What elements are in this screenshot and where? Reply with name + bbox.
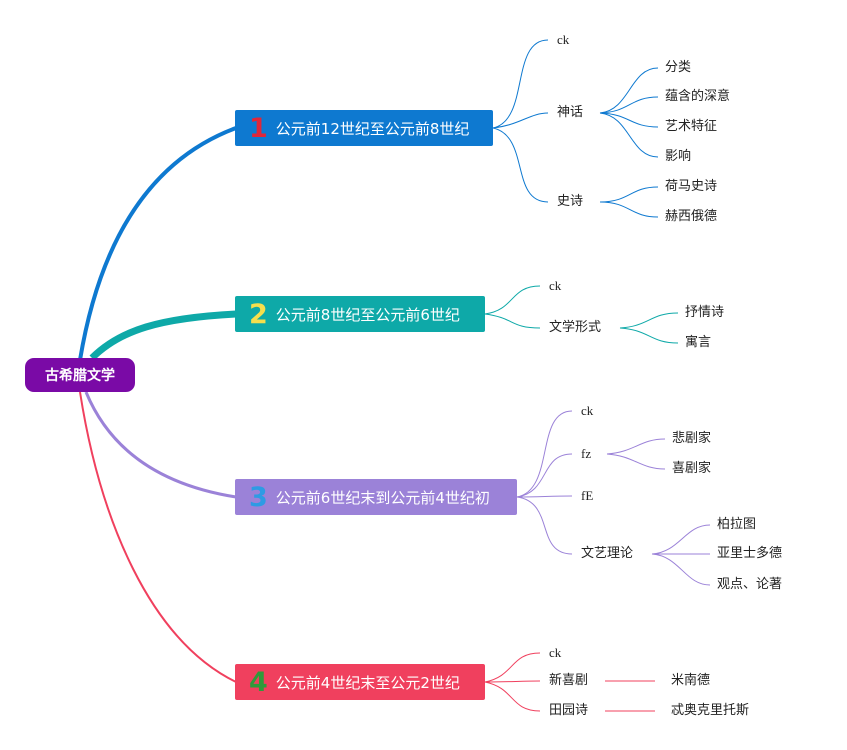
branch-4-node[interactable]: 4 公元前4世纪末至公元2世纪 bbox=[235, 664, 485, 700]
trunk-connector bbox=[84, 391, 237, 499]
child-connector bbox=[484, 680, 541, 683]
grandchild-connector bbox=[599, 186, 659, 203]
topic-node[interactable]: ck bbox=[549, 645, 562, 660]
topic-node[interactable]: ck bbox=[549, 278, 562, 293]
subtopic-node[interactable]: 蕴含的深意 bbox=[665, 89, 731, 104]
grandchild-connector bbox=[651, 524, 711, 555]
branch-2-node[interactable]: 2 公元前8世纪至公元前6世纪 bbox=[235, 296, 485, 332]
grandchild-connector bbox=[651, 553, 711, 586]
subtopic-node[interactable]: 观点、论著 bbox=[717, 577, 783, 592]
grandchild-connector bbox=[606, 438, 666, 455]
grandchild-connector bbox=[599, 67, 659, 114]
subtopic-node[interactable]: 荷马史诗 bbox=[665, 179, 718, 194]
branch-number: 1 bbox=[249, 112, 268, 144]
branch-number: 2 bbox=[249, 298, 268, 330]
child-connector bbox=[484, 652, 541, 683]
root-node[interactable]: 古希腊文学 bbox=[25, 358, 135, 392]
grandchild-connector bbox=[599, 201, 659, 218]
subtopic-node[interactable]: 柏拉图 bbox=[717, 517, 757, 532]
child-connector bbox=[484, 285, 541, 315]
grandchild-connector bbox=[606, 453, 666, 470]
child-connector bbox=[484, 313, 541, 329]
branch-number: 3 bbox=[249, 481, 268, 513]
subtopic-node[interactable]: 忒奥克里托斯 bbox=[671, 703, 750, 718]
child-connector bbox=[484, 681, 541, 712]
subtopic-node[interactable]: 赫西俄德 bbox=[665, 209, 718, 224]
subtopic-node[interactable]: 喜剧家 bbox=[672, 461, 712, 476]
topic-node[interactable]: 神话 bbox=[557, 105, 584, 120]
subtopic-node[interactable]: 分类 bbox=[665, 60, 692, 75]
child-connector bbox=[516, 496, 573, 555]
topic-node[interactable]: 文学形式 bbox=[549, 320, 602, 335]
branch-label: 公元前12世纪至公元前8世纪 bbox=[275, 119, 470, 138]
grandchild-connector bbox=[599, 112, 659, 158]
branch-label: 公元前6世纪末到公元前4世纪初 bbox=[275, 488, 490, 507]
child-connector bbox=[492, 112, 549, 129]
topic-node[interactable]: ck bbox=[581, 403, 594, 418]
branch-1-node[interactable]: 1 公元前12世纪至公元前8世纪 bbox=[235, 110, 493, 146]
grandchild-connector bbox=[619, 312, 679, 329]
subtopic-node[interactable]: 抒情诗 bbox=[685, 305, 725, 320]
branch-number: 4 bbox=[249, 666, 268, 698]
subtopic-node[interactable]: 影响 bbox=[665, 149, 692, 164]
topic-node[interactable]: 文艺理论 bbox=[581, 546, 634, 561]
child-connector bbox=[516, 453, 573, 498]
grandchild-connector bbox=[599, 96, 659, 114]
child-connector bbox=[492, 39, 549, 129]
topic-node[interactable]: 田园诗 bbox=[549, 703, 589, 718]
child-connector bbox=[516, 410, 573, 498]
subtopic-node[interactable]: 亚里士多德 bbox=[717, 546, 783, 561]
topic-node[interactable]: fz bbox=[581, 446, 592, 461]
child-connector bbox=[516, 495, 573, 498]
trunk-connector bbox=[79, 391, 237, 683]
branch-3-node[interactable]: 3 公元前6世纪末到公元前4世纪初 bbox=[235, 479, 517, 515]
grandchild-connector bbox=[599, 112, 659, 128]
grandchild-connector bbox=[619, 327, 679, 344]
child-connector bbox=[492, 127, 549, 203]
subtopic-node[interactable]: 悲剧家 bbox=[672, 431, 712, 446]
topic-node[interactable]: 新喜剧 bbox=[549, 673, 589, 688]
branch-label: 公元前8世纪至公元前6世纪 bbox=[275, 305, 460, 324]
subtopic-node[interactable]: 米南德 bbox=[671, 673, 711, 688]
trunk-connector bbox=[89, 310, 237, 361]
topic-node[interactable]: ck bbox=[557, 32, 570, 47]
branch-label: 公元前4世纪末至公元2世纪 bbox=[275, 673, 460, 692]
trunk-connector bbox=[78, 126, 237, 361]
subtopic-node[interactable]: 艺术特征 bbox=[665, 119, 718, 134]
topic-node[interactable]: 史诗 bbox=[557, 194, 584, 209]
topic-node[interactable]: fE bbox=[581, 488, 594, 503]
subtopic-node[interactable]: 寓言 bbox=[685, 335, 712, 350]
